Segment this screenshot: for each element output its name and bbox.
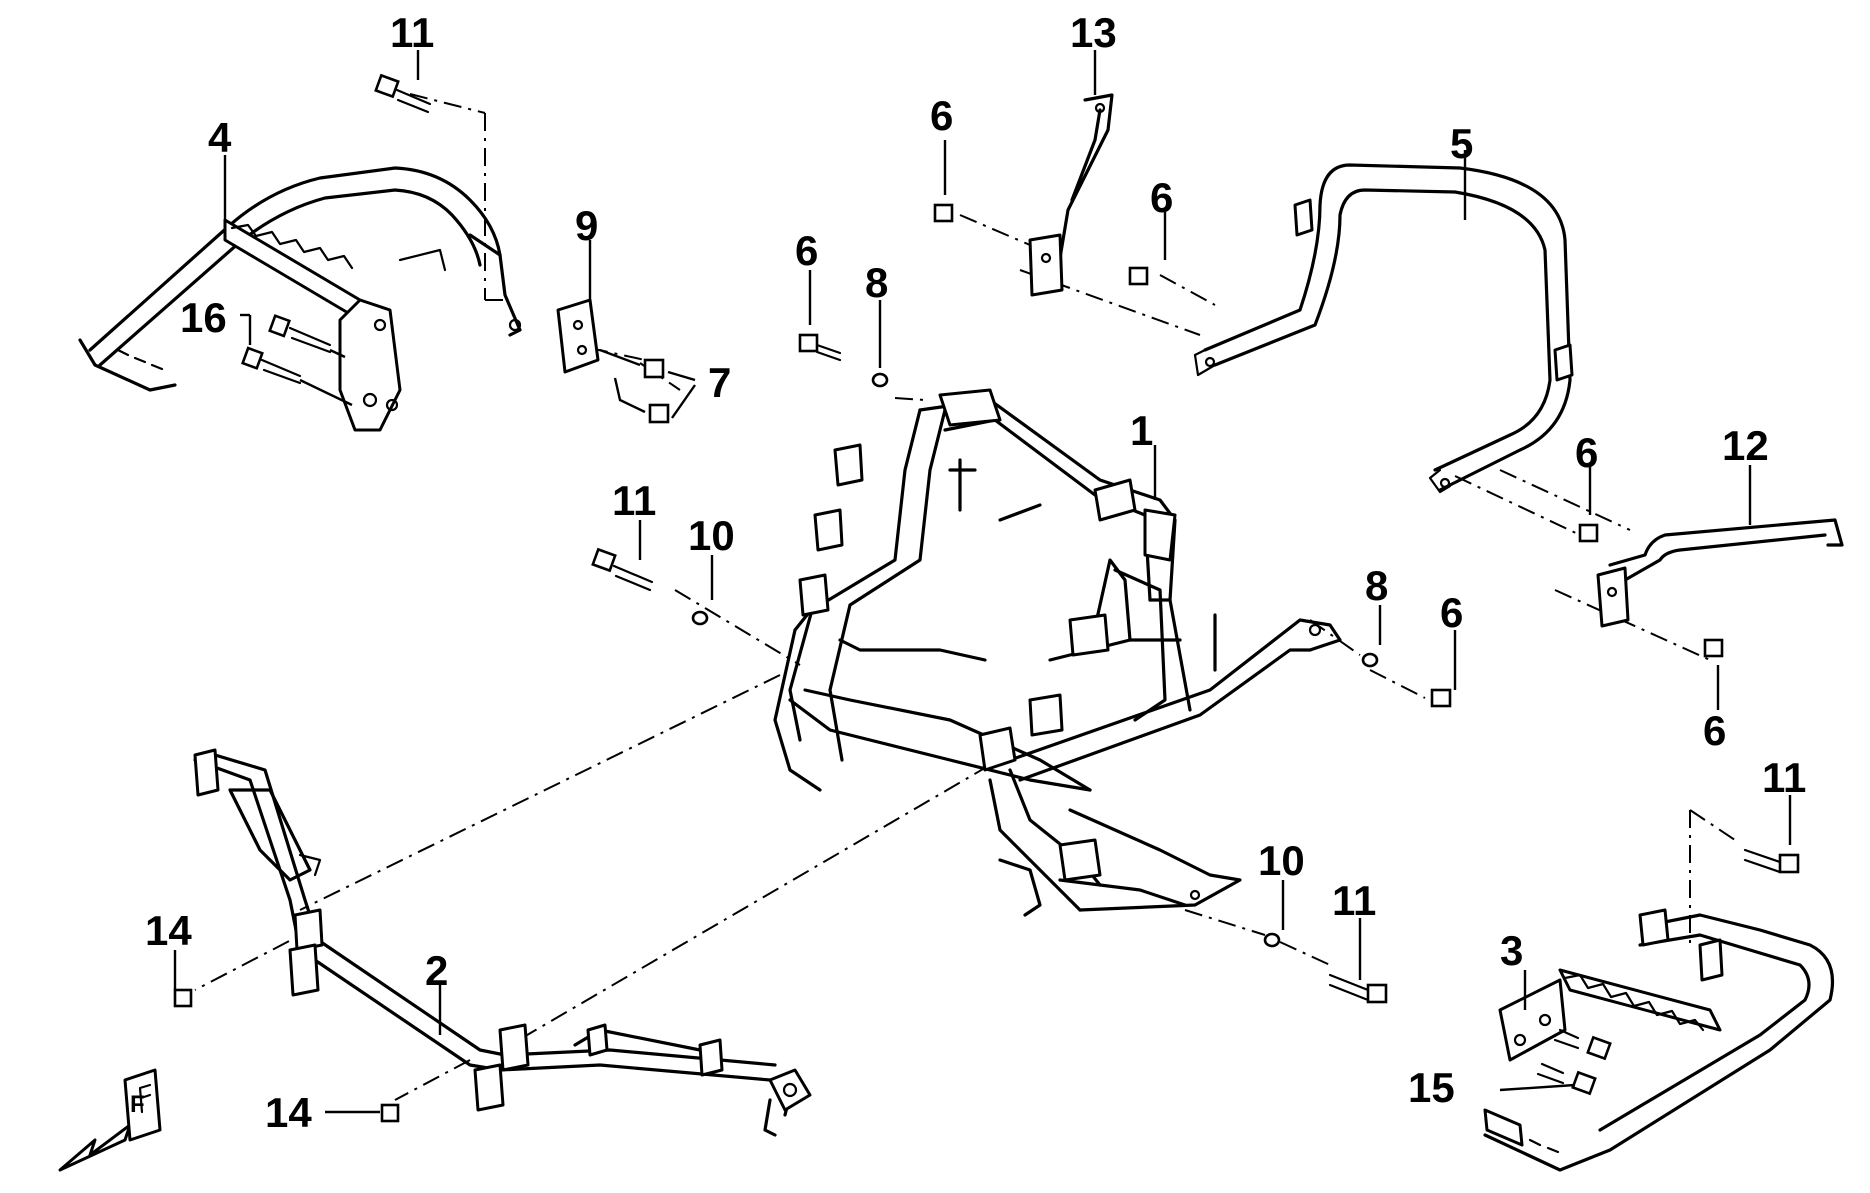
callout-6b: 6 [1150,174,1173,221]
front-direction-marker: F [58,1068,162,1172]
bolt-11-top [374,73,432,114]
leader-lines [173,50,1792,1114]
bolt-11-shank [612,564,654,592]
front-marker-label: F [130,1091,145,1118]
callout-12: 12 [1722,422,1769,469]
part-12-bracket [1596,518,1844,628]
callout-4: 4 [208,114,232,161]
callout-labels: 1 2 3 4 5 6 6 6 6 6 6 7 8 8 9 10 10 11 1… [145,9,1806,1136]
callout-6c: 6 [795,227,818,274]
washer-8 [871,372,889,388]
callout-11b: 11 [612,477,656,524]
bolt-11 [591,547,617,573]
callout-11c: 11 [1332,877,1376,924]
callout-14b: 14 [265,1089,312,1136]
callout-2: 2 [425,947,448,994]
bolt-11-shank [1328,973,1370,1002]
bolt-6 [1128,266,1149,286]
part-3-right-step-bar [1483,908,1835,1172]
washer-10 [691,610,709,626]
callout-6d: 6 [1575,429,1598,476]
callout-16: 16 [180,294,227,341]
callout-10a: 10 [688,512,735,559]
assembly-lines [194,93,1736,1101]
callout-6f: 6 [1703,707,1726,754]
bolt-14 [380,1103,400,1123]
bolt-6 [933,203,954,223]
bolt-16-pair [241,314,353,407]
part-2-front-bar [193,748,812,1137]
callout-6e: 6 [1440,589,1463,636]
callout-10b: 10 [1258,837,1305,884]
callout-15: 15 [1408,1064,1455,1111]
part-9-bracket [556,298,646,414]
bolt-6 [798,333,819,353]
part-13-bracket [1028,93,1114,297]
callout-11a: 11 [390,9,434,56]
fasteners [173,203,1800,1123]
callout-1: 1 [1130,407,1153,454]
callout-5: 5 [1450,120,1473,167]
part-1-main-frame [773,388,1342,917]
callout-3: 3 [1500,927,1523,974]
callout-7: 7 [708,359,731,406]
bolt-11 [1778,853,1800,874]
washer-10 [1263,932,1281,948]
washer-8 [1361,652,1379,668]
callout-13: 13 [1070,9,1117,56]
part-4-left-step-bar [78,166,522,432]
bolt-6 [1703,638,1724,658]
callout-14a: 14 [145,907,192,954]
bolt-11-shank [1743,848,1782,874]
callout-6a: 6 [930,92,953,139]
bolt-7-pair [643,358,696,424]
part-5-rear-bar [1193,163,1574,494]
bolt-6-shank [815,343,842,362]
callout-8a: 8 [865,259,888,306]
bolt-14 [173,988,193,1008]
callout-8b: 8 [1365,562,1388,609]
bolt-6 [1430,688,1452,708]
bolt-11 [1366,983,1388,1004]
callout-11d: 11 [1762,754,1806,801]
callout-9: 9 [575,202,598,249]
bolt-6 [1578,523,1599,543]
